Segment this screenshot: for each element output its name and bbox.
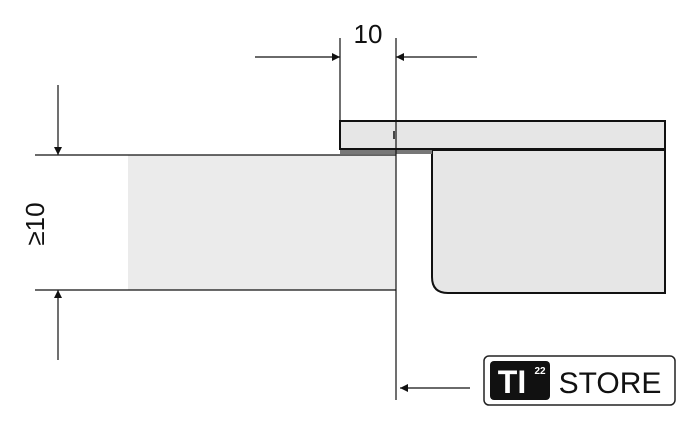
left-block — [128, 155, 396, 290]
right-block — [431, 149, 666, 294]
panel-shadow — [340, 149, 432, 154]
top-panel — [339, 120, 666, 150]
dim-top-label: 10 — [354, 19, 383, 49]
svg-text:STORE: STORE — [559, 367, 662, 400]
ti-store-logo: TI 22 STORE — [483, 355, 676, 406]
svg-text:22: 22 — [534, 366, 546, 377]
dim-left-label: ≥10 — [20, 202, 50, 245]
svg-text:TI: TI — [498, 364, 526, 400]
